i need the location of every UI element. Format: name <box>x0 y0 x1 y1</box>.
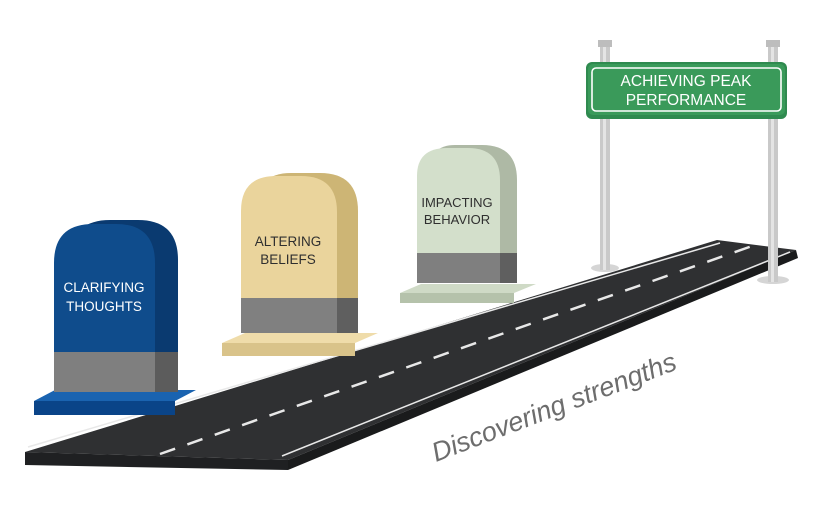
road-side <box>288 250 798 470</box>
road-right-line <box>281 251 791 457</box>
milestone-1-band <box>54 352 155 392</box>
milestone-1-line1: CLARIFYING <box>63 280 144 295</box>
milestone-2-band <box>241 298 337 333</box>
sign-title-line1: ACHIEVING PEAK <box>621 73 753 90</box>
road-edge <box>25 452 288 470</box>
sign-border <box>591 67 782 112</box>
milestone-1-base <box>34 401 175 415</box>
milestone-3-line2: BEHAVIOR <box>424 212 490 227</box>
signpost: ACHIEVING PEAK PERFORMANCE <box>586 40 789 284</box>
milestone-1-line2: THOUGHTS <box>66 299 142 314</box>
milestone-impacting-behavior: IMPACTING BEHAVIOR <box>400 145 536 303</box>
milestone-clarifying-thoughts: CLARIFYING THOUGHTS <box>34 220 196 415</box>
milestone-3-face <box>417 148 500 283</box>
milestone-3-line1: IMPACTING <box>421 195 492 210</box>
milestone-2-face <box>241 176 337 333</box>
milestone-3-band <box>417 253 500 283</box>
road-surface <box>25 240 796 460</box>
milestone-1-face <box>54 224 155 392</box>
sign-title-line2: PERFORMANCE <box>626 92 747 109</box>
road-center-dashes <box>159 243 756 456</box>
milestone-altering-beliefs: ALTERING BELIEFS <box>222 173 378 356</box>
milestone-2-line1: ALTERING <box>255 234 322 249</box>
milestone-2-base <box>222 343 355 356</box>
milestone-3-base <box>400 293 514 303</box>
milestone-2-line2: BELIEFS <box>260 252 316 267</box>
road <box>25 240 798 470</box>
sign-board <box>588 64 785 115</box>
